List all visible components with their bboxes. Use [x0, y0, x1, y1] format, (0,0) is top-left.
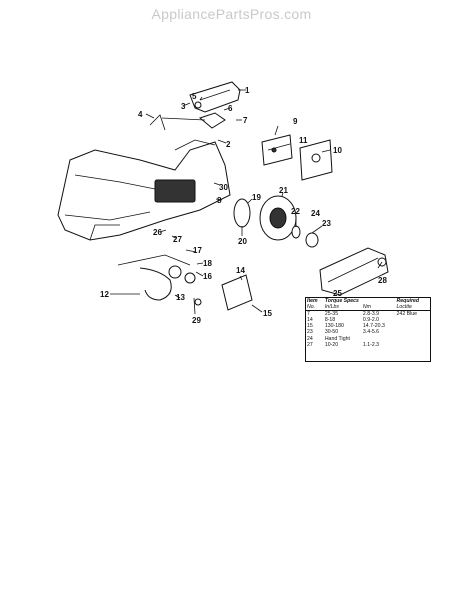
callout-20: 20 — [238, 237, 247, 246]
callout-27: 27 — [173, 235, 182, 244]
side-bracket — [261, 134, 333, 181]
torque-sub-no: No. — [306, 304, 324, 312]
table-row: 24 Hand Tight — [306, 336, 430, 342]
callout-18: 18 — [203, 259, 212, 268]
row-inlbs: 10-20 — [324, 341, 339, 348]
callout-14: 14 — [236, 266, 245, 275]
row-nm: 14.7-20.3 — [362, 323, 385, 330]
callout-6: 6 — [228, 104, 233, 113]
handle-assembly — [149, 81, 241, 131]
callout-5: 5 — [192, 92, 197, 101]
row-no: 27 — [307, 341, 313, 348]
row-loctite: 242 Blue — [396, 311, 418, 318]
table-row: 7 25-35 2.8-3.9 242 Blue — [306, 311, 430, 318]
callout-7: 7 — [243, 116, 248, 125]
callout-9: 9 — [293, 117, 298, 126]
row-no: 23 — [307, 329, 313, 336]
callout-21: 21 — [279, 186, 288, 195]
row-nm: 2.8-3.9 — [362, 311, 380, 318]
torque-spec-table: Item Torque Specs Required No. In/Lbs Nm… — [305, 297, 431, 362]
callout-26: 26 — [153, 228, 162, 237]
callout-28: 28 — [378, 276, 387, 285]
row-no: 15 — [307, 323, 313, 330]
callout-1: 1 — [245, 86, 250, 95]
row-nm: 0.9-2.0 — [362, 317, 380, 324]
callout-29: 29 — [192, 316, 201, 325]
callout-4: 4 — [138, 110, 143, 119]
guide-bar — [319, 247, 389, 296]
engine-housing — [57, 139, 231, 241]
callout-13: 13 — [176, 293, 185, 302]
callout-24: 24 — [311, 209, 320, 218]
callout-10: 10 — [333, 146, 342, 155]
callout-11: 11 — [299, 136, 308, 145]
torque-header-item: Item — [307, 298, 318, 304]
row-no: 7 — [307, 311, 310, 318]
table-row: 23 30-50 3.4-5.6 — [306, 329, 430, 335]
torque-header-spec: Torque Specs — [324, 298, 359, 304]
callout-30: 30 — [219, 183, 228, 192]
clutch-assembly — [233, 195, 319, 248]
callout-8: 8 — [217, 196, 222, 205]
oil-pump — [117, 254, 253, 311]
row-no: 14 — [307, 317, 313, 324]
callout-labels: 1 2 3 4 5 6 7 8 9 10 11 12 13 14 15 16 1… — [100, 86, 387, 325]
row-nm: 1.1-2.3 — [362, 341, 380, 348]
callout-12: 12 — [100, 290, 109, 299]
callout-15: 15 — [263, 309, 272, 318]
row-inlbs: 25-35 — [324, 311, 339, 318]
torque-sub-loctite: Loctite — [395, 304, 430, 312]
torque-header-required: Required — [396, 298, 420, 304]
table-row: 15 130-180 14.7-20.3 — [306, 323, 430, 329]
row-loctite — [396, 342, 430, 348]
table-row: 14 8-18 0.9-2.0 — [306, 317, 430, 323]
row-inlbs: Hand Tight — [324, 335, 350, 342]
site-watermark: AppliancePartsPros.com — [151, 6, 312, 22]
callout-17: 17 — [193, 246, 202, 255]
callout-16: 16 — [203, 272, 212, 281]
row-nm: 3.4-5.6 — [362, 329, 380, 336]
torque-sub-nm: Nm — [361, 304, 396, 312]
row-no: 24 — [307, 335, 313, 342]
callout-25: 25 — [333, 289, 342, 298]
row-inlbs: 30-50 — [324, 329, 339, 336]
leader-lines — [110, 89, 383, 315]
callout-2: 2 — [226, 140, 231, 149]
row-inlbs: 8-18 — [324, 317, 336, 324]
callout-19: 19 — [252, 193, 261, 202]
table-row: 27 10-20 1.1-2.3 — [306, 342, 430, 348]
callout-23: 23 — [322, 219, 331, 228]
torque-sub-inlbs: In/Lbs — [323, 304, 362, 312]
callout-22: 22 — [291, 207, 300, 216]
callout-3: 3 — [181, 102, 186, 111]
row-inlbs: 130-180 — [324, 323, 344, 330]
